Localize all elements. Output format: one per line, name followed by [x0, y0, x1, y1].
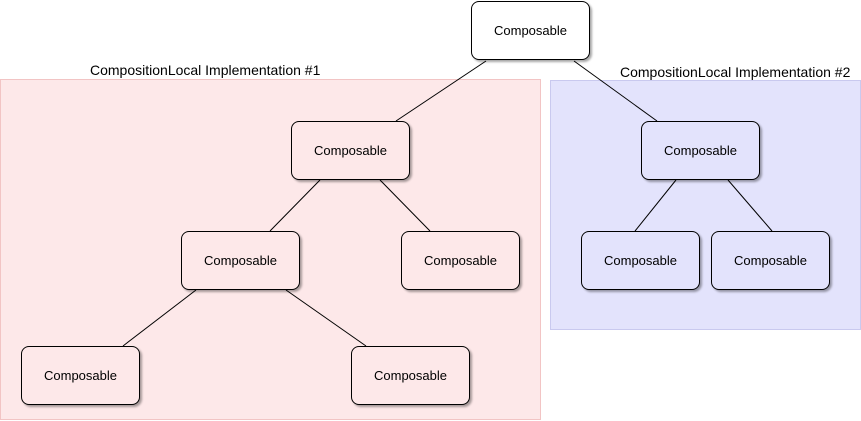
- region2-top-composable-node: Composable: [641, 121, 760, 180]
- edge-r1-to-right: [379, 179, 431, 232]
- edge-root-to-region1: [395, 60, 487, 122]
- edge-left-to-bottom-right: [285, 289, 367, 347]
- root-composable-node: Composable: [471, 1, 590, 60]
- region1-bottom-right-composable-node: Composable: [351, 346, 470, 405]
- region2-right-composable-node: Composable: [711, 231, 830, 290]
- region1-top-composable-node: Composable: [291, 121, 410, 180]
- edge-r2-to-left: [634, 179, 677, 232]
- region1-mid-right-composable-node: Composable: [401, 231, 520, 290]
- region2-left-composable-node: Composable: [581, 231, 700, 290]
- edge-r1-to-left: [269, 179, 321, 232]
- edge-root-to-region2: [573, 60, 658, 122]
- region-1-label: CompositionLocal Implementation #1: [90, 62, 321, 78]
- region-2-label: CompositionLocal Implementation #2: [620, 64, 851, 80]
- edge-left-to-bottom-left: [122, 289, 197, 347]
- region1-mid-left-composable-node: Composable: [181, 231, 300, 290]
- edge-r2-to-right: [727, 179, 773, 232]
- region1-bottom-left-composable-node: Composable: [21, 346, 140, 405]
